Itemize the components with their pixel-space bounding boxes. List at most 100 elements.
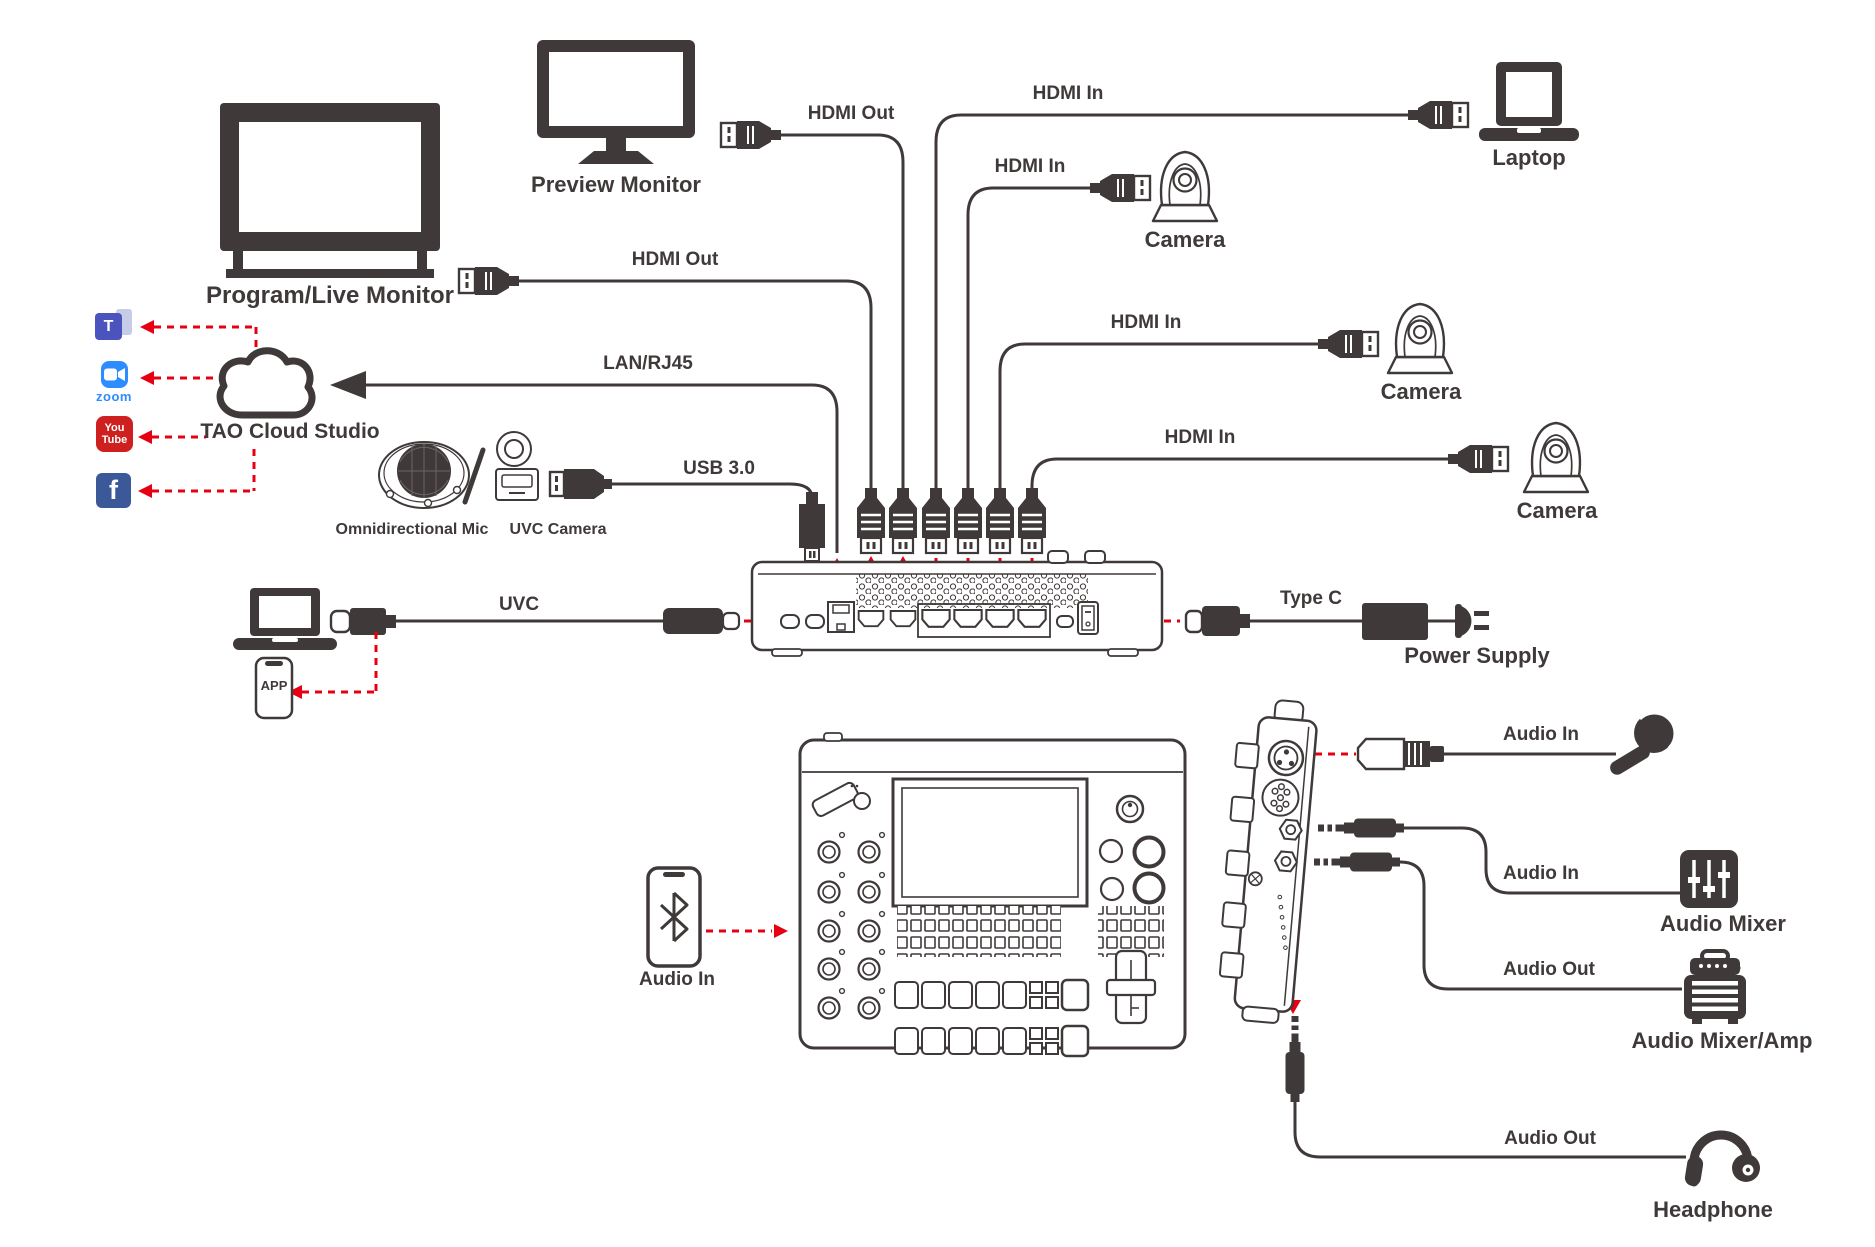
hdmi-plug-icon	[984, 486, 1016, 555]
slash-separator	[462, 447, 486, 505]
typec-connector	[1202, 606, 1240, 636]
audio-jack-port	[1273, 850, 1299, 873]
round-button	[1098, 838, 1124, 864]
screw	[1247, 871, 1263, 887]
port-typec-power	[1056, 615, 1074, 628]
cable-usb3	[612, 482, 814, 499]
power-brick-icon	[1362, 603, 1428, 640]
hdmi-plug-icon	[1446, 443, 1510, 475]
knob	[817, 987, 846, 1020]
label-audio-in-mixer: Audio In	[1503, 863, 1579, 884]
hdmi-plug-icon	[952, 486, 984, 555]
label-audio-out-headphone: Audio Out	[1504, 1128, 1596, 1149]
label-lan: LAN/RJ45	[603, 353, 693, 374]
label-uvc-camera: UVC Camera	[509, 521, 607, 538]
transition-buttons	[894, 978, 1090, 1058]
label-camera-2: Camera	[1380, 379, 1462, 404]
uvc-camera-icon	[495, 431, 539, 501]
small-button-grid	[897, 906, 1061, 957]
tiny-markings	[1277, 894, 1288, 950]
hdmi-plug-icon	[1088, 172, 1152, 204]
mixer-screen	[891, 777, 1089, 908]
cable-audio-in-mixer	[1404, 826, 1680, 895]
hdmi-plug-icon	[920, 486, 952, 555]
label-camera-1: Camera	[1144, 227, 1226, 252]
hdmi-plug-icon	[1016, 486, 1048, 555]
port-hdmi-in	[985, 608, 1015, 628]
hdmi-in-recess	[917, 603, 1051, 638]
cable-hdmi-out-program	[519, 279, 873, 496]
jack-plug-icon	[1314, 852, 1400, 872]
facebook-letter: f	[109, 475, 118, 505]
teams-icon: T	[95, 313, 122, 340]
cable-hdmi-out-preview	[781, 133, 905, 496]
port-hdmi-out	[857, 610, 885, 628]
cable-hdmi-in-camera3	[1030, 457, 1448, 496]
mic-slot	[811, 781, 859, 817]
preview-monitor-icon	[537, 40, 695, 164]
knob	[857, 871, 886, 904]
round-button	[1132, 835, 1166, 869]
hdmi-plug-icon	[855, 486, 887, 555]
camera-icon	[1151, 150, 1219, 223]
zoom-camera-glyph	[104, 368, 125, 381]
audio-mixer-icon	[1680, 850, 1738, 908]
knob	[857, 987, 886, 1020]
label-hdmi-in-laptop: HDMI In	[1032, 83, 1104, 104]
knob	[857, 831, 886, 864]
xlr-plug-icon	[1356, 737, 1444, 771]
port-usb-c	[780, 614, 800, 629]
zoom-wordmark: zoom	[96, 389, 132, 404]
program-monitor-icon	[220, 103, 440, 278]
label-hdmi-in-camera2: HDMI In	[1110, 312, 1182, 333]
small-button-grid	[1098, 906, 1164, 957]
hdmi-plug-icon	[457, 265, 521, 297]
knob	[817, 831, 846, 864]
uvc-connectors	[329, 608, 741, 635]
audio-amp-icon	[1684, 949, 1746, 1024]
label-uvc: UVC	[498, 594, 540, 615]
port-hdmi-out	[889, 610, 917, 628]
label-hdmi-out-program: HDMI Out	[631, 249, 719, 270]
cables	[366, 113, 1686, 1159]
small-button	[853, 792, 871, 810]
hdmi-plug-icon	[1316, 328, 1380, 360]
label-camera-3: Camera	[1516, 498, 1598, 523]
jack-plug-icon	[1285, 1016, 1305, 1102]
jack-plug-icon	[1318, 818, 1404, 838]
label-hdmi-in-camera3: HDMI In	[1164, 427, 1236, 448]
knob	[817, 948, 846, 981]
label-audio-mixer: Audio Mixer	[1660, 911, 1786, 936]
microphone-icon	[1610, 711, 1677, 775]
bluetooth-icon	[659, 891, 689, 943]
laptop-icon	[1479, 62, 1579, 141]
cable-audio-out-amp	[1399, 860, 1682, 991]
power-switch	[1077, 601, 1099, 635]
usb3-vertical-plug	[799, 492, 825, 562]
bluetooth-phone-icon	[646, 866, 702, 968]
camera-icon	[1522, 421, 1590, 494]
label-hdmi-in-camera1: HDMI In	[994, 156, 1066, 177]
label-headphone: Headphone	[1653, 1197, 1773, 1222]
label-audio-out-amp: Audio Out	[1503, 959, 1595, 980]
app-phone-label: APP	[260, 678, 288, 693]
label-usb3: USB 3.0	[683, 458, 755, 479]
cable-audio-out-headphone	[1293, 1102, 1686, 1159]
omnidirectional-mic-icon	[378, 441, 470, 509]
label-laptop: Laptop	[1492, 145, 1566, 170]
port-usb	[805, 614, 825, 629]
port-hdmi-in	[953, 608, 983, 628]
label-audio-in-bluetooth: Audio In	[639, 969, 715, 990]
knob	[817, 910, 846, 943]
knob	[857, 948, 886, 981]
teams-letter: T	[103, 317, 114, 335]
youtube-icon: You Tube	[96, 416, 133, 452]
label-audio-in-mic: Audio In	[1503, 724, 1579, 745]
label-preview-monitor: Preview Monitor	[531, 172, 701, 197]
xlr-port	[1267, 739, 1305, 777]
port-hdmi-in	[921, 608, 951, 628]
cloud-icon	[216, 347, 316, 419]
knob	[817, 871, 846, 904]
